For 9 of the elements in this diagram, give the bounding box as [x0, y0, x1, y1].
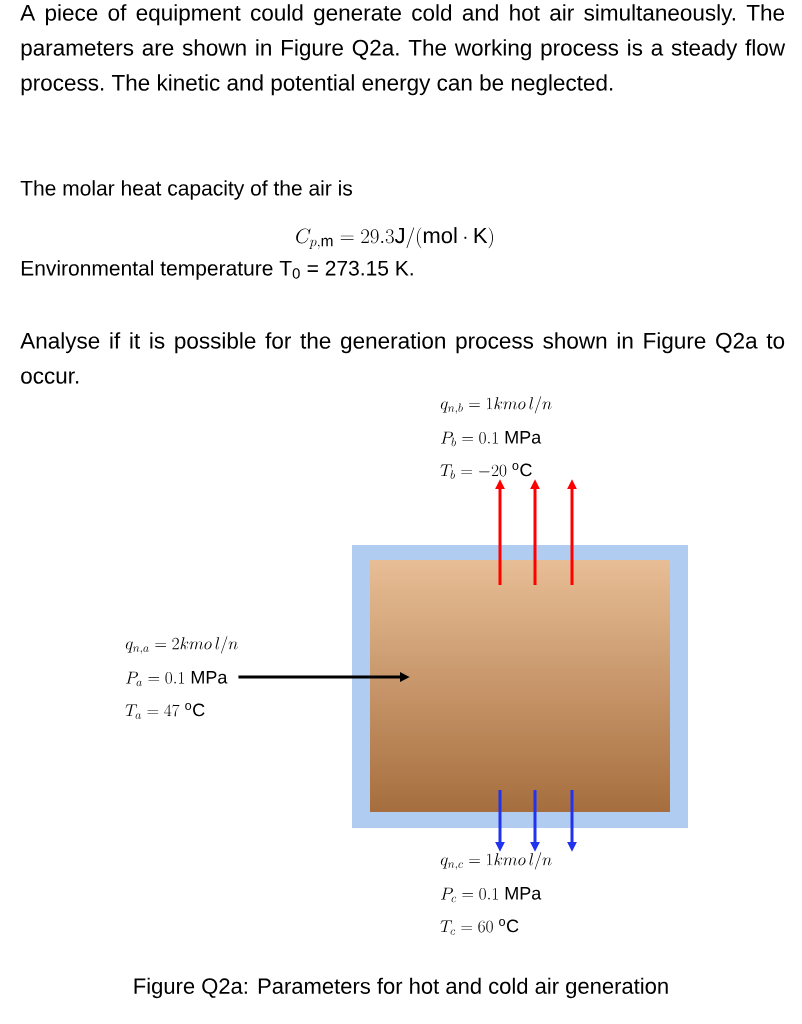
paragraph: A piece of equipment could generate cold and hot air simultaneously. The parameters are shown in Figure Q2a. The working process is a steady flow process. The kinetic and potential energy can be neglected. [20, 4, 786, 96]
text-line: The molar heat capacity of the air is [20, 180, 353, 200]
formula: $C_{p,\mathrm{m}} = 29.3\mathrm{J/(mol\cdot K)}$ [296, 227, 493, 249]
text-line: Environmental temperature T$_{0}$ = 273.15 K. [21, 260, 413, 280]
parameter-list: $q_{n,b} = 1kmo\,l/n$ $P_b = 0.1\ \mathrm{MPa}$ $T_b = -20\ {}^{\mathrm{o}}\mathrm{C}$ [440, 396, 552, 479]
parameter-list: $q_{n,a} = 2kmo\,l/n$ $P_a = 0.1\ \mathrm{MPa}$ $T_a = 47\ {}^{\mathrm{o}}\mathrm{C}$ [125, 636, 238, 719]
parameter-list: $q_{n,c} = 1kmo\,l/n$ $P_c = 0.1\ \mathrm{MPa}$ $T_c = 60\ {}^{\mathrm{o}}\mathrm{C}$ [440, 852, 552, 935]
caption: Figure Q2a: Parameters for hot and cold air generation [134, 977, 668, 999]
paragraph: Analyse if it is possible for the generation process shown in Figure Q2a to occur. [20, 332, 785, 384]
